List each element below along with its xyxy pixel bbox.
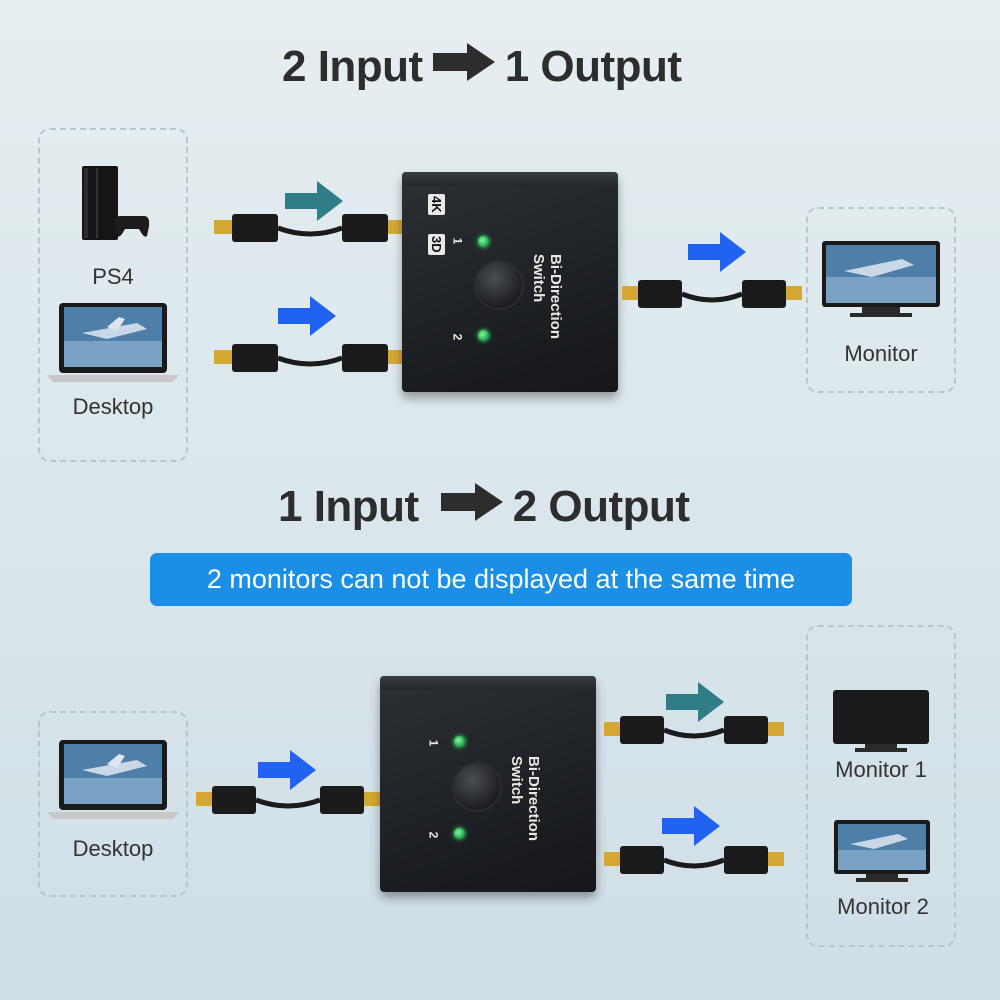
hdmi-cable-icon (604, 846, 784, 874)
notice-banner: 2 monitors can not be displayed at the s… (150, 553, 852, 606)
hdmi-cable-icon (196, 786, 380, 814)
monitor-2-label: Monitor 2 (837, 894, 929, 919)
top-heading-output: 1 Output (504, 42, 682, 91)
led-2 (478, 330, 489, 341)
port-2-label: 2 (450, 333, 465, 341)
arrow-right-icon (666, 682, 724, 722)
heading-arrow-icon (432, 42, 495, 92)
desktop-label-top: Desktop (72, 394, 154, 419)
monitor-icon (834, 820, 930, 882)
desktop-label-bottom: Desktop (72, 836, 154, 861)
port-1-label: 1 (450, 237, 465, 245)
selector-button[interactable] (452, 762, 502, 812)
badge-4k: 4K (428, 194, 445, 215)
led-1 (454, 736, 465, 747)
arrow-right-icon (662, 806, 720, 846)
monitor-1-label: Monitor 1 (835, 757, 927, 782)
bottom-heading: 1 Input 2 Output (278, 482, 690, 532)
top-output-group (806, 207, 956, 393)
laptop-icon (47, 303, 179, 382)
led-2 (454, 828, 465, 839)
bottom-heading-output: 2 Output (512, 482, 690, 531)
arrow-right-icon (258, 750, 316, 790)
top-heading-input: 2 Input (282, 42, 423, 91)
top-input-group (38, 128, 188, 462)
gamepad-icon (114, 216, 150, 237)
bottom-output-group (806, 625, 956, 947)
monitor-label: Monitor (844, 341, 918, 366)
ps4-label: PS4 (92, 264, 134, 289)
hdmi-cable-icon (604, 716, 784, 744)
heading-arrow-icon (440, 482, 503, 532)
monitor-icon (822, 241, 940, 317)
selector-button[interactable] (474, 260, 524, 310)
monitor-icon (833, 690, 929, 752)
ps4-console-icon (82, 166, 118, 240)
arrow-right-icon (688, 232, 746, 272)
port-2-label: 2 (426, 831, 441, 839)
top-heading: 2 Input 1 Output (282, 42, 682, 92)
port-1-label: 1 (426, 739, 441, 747)
bottom-heading-input: 1 Input (278, 482, 419, 531)
badge-3d: 3D (428, 234, 445, 255)
arrow-right-icon (278, 296, 336, 336)
arrow-right-icon (285, 181, 343, 221)
hdmi-cable-icon (214, 214, 406, 242)
hdmi-cable-icon (622, 280, 802, 308)
led-1 (478, 236, 489, 247)
bottom-input-group (38, 711, 188, 897)
laptop-icon (47, 740, 179, 819)
hdmi-cable-icon (214, 344, 406, 372)
